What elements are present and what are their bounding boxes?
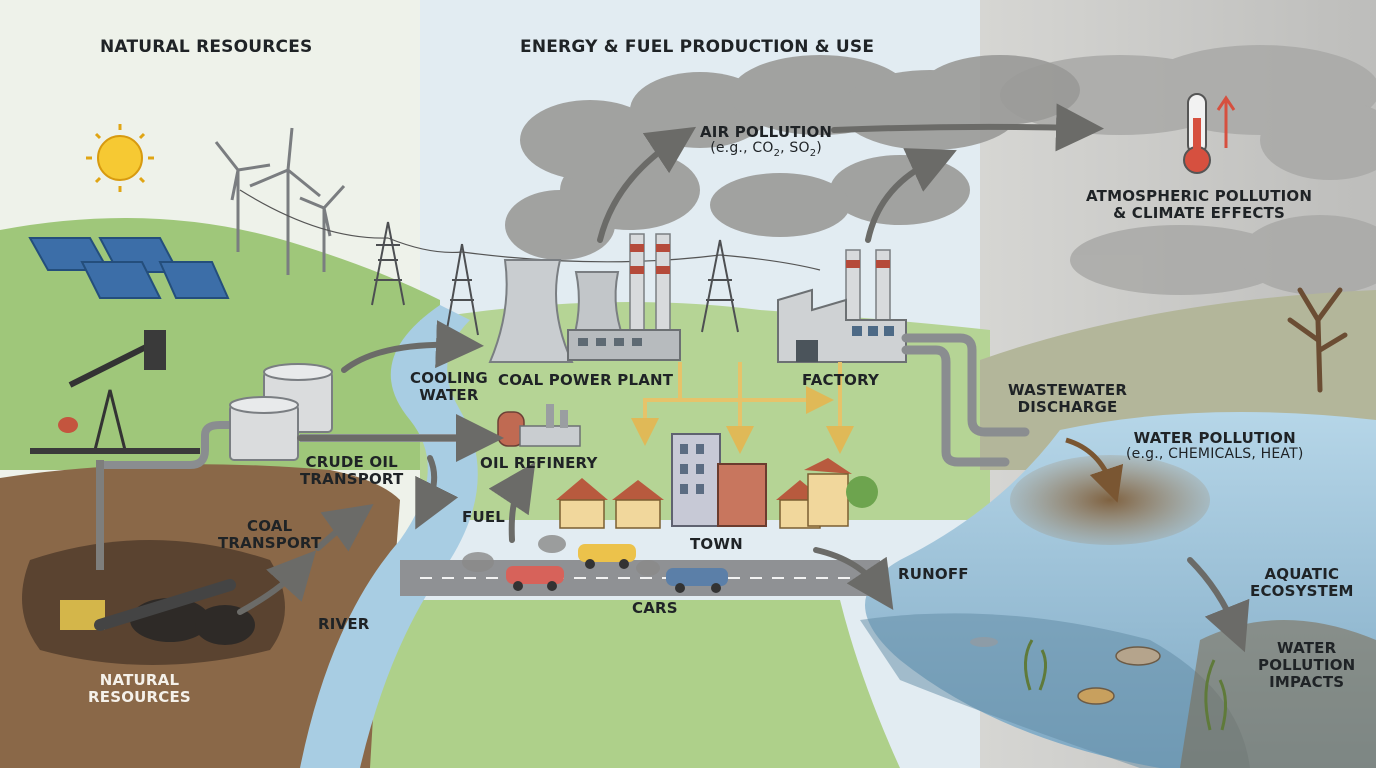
label-aquatic-ecosystem: AQUATIC ECOSYSTEM — [1250, 566, 1354, 600]
cooling-line2: WATER — [419, 385, 479, 404]
smoke-plume — [505, 55, 1080, 260]
arrow-to-atmosphere — [831, 103, 1104, 152]
river — [300, 305, 478, 768]
label-fuel: FUEL — [462, 508, 506, 526]
label-cars: CARS — [632, 599, 678, 617]
coal-line1: COAL — [247, 517, 293, 535]
header-energy-fuel: ENERGY & FUEL PRODUCTION & USE — [520, 37, 875, 57]
header-natural-resources: NATURAL RESOURCES — [100, 37, 313, 57]
label-natural-resources-bottom: NATURAL RESOURCES — [88, 672, 191, 706]
fuel-distribution-arrows — [631, 362, 854, 454]
solar-panels — [28, 237, 230, 299]
label-factory: FACTORY — [802, 371, 880, 389]
atmospheric-line2: & CLIMATE EFFECTS — [1113, 203, 1286, 222]
crude-oil-tanks — [229, 363, 333, 461]
coal-power-plant — [488, 233, 681, 363]
label-coal-power-plant: COAL POWER PLANT — [498, 371, 674, 389]
label-river: RIVER — [318, 615, 370, 633]
label-water-pollution: WATER POLLUTION (e.g., CHEMICALS, HEAT) — [1126, 430, 1304, 462]
water-pollution-examples: (e.g., CHEMICALS, HEAT) — [1126, 445, 1304, 462]
oil-pumpjack — [30, 330, 200, 454]
cooling-line1: COOLING — [410, 369, 488, 387]
co2-subscript: 2 — [773, 147, 781, 159]
air-pollution-title: AIR POLLUTION — [700, 123, 833, 141]
label-cooling-water: COOLING WATER — [410, 370, 488, 404]
cars-group — [462, 535, 728, 593]
water-pollution-title: WATER POLLUTION — [1133, 429, 1296, 447]
label-air-pollution: AIR POLLUTION (e.g., CO2, SO2) — [700, 124, 832, 159]
coal-line2: TRANSPORT — [218, 533, 322, 552]
wastewater-pipes — [901, 333, 1030, 467]
impacts-line3: IMPACTS — [1269, 672, 1345, 691]
aquatic-line1: AQUATIC — [1264, 565, 1340, 583]
arrow-cooling-water — [341, 320, 484, 373]
arrow-coal-transport-2 — [315, 504, 374, 552]
power-lines — [239, 189, 821, 271]
label-water-pollution-impacts: WATER POLLUTION IMPACTS — [1258, 640, 1355, 690]
atmospheric-line1: ATMOSPHERIC POLLUTION — [1086, 187, 1313, 205]
factory — [777, 249, 907, 363]
label-crude-oil-transport: CRUDE OIL TRANSPORT — [300, 454, 403, 488]
air-pollution-examples-co: (e.g., CO — [710, 139, 774, 156]
oil-refinery-building — [497, 404, 581, 447]
polluted-plume — [1010, 455, 1210, 545]
air-pollution-examples-so: , SO — [780, 139, 810, 156]
arrow-river-flow — [415, 455, 459, 530]
sun-icon — [86, 124, 154, 192]
label-coal-transport: COAL TRANSPORT — [218, 518, 321, 552]
natural-line2: RESOURCES — [88, 687, 191, 706]
label-oil-refinery: OIL REFINERY — [480, 454, 598, 472]
impacts-line1: WATER — [1277, 639, 1337, 657]
crude-line1: CRUDE OIL — [305, 453, 398, 471]
arrow-runoff — [813, 547, 894, 610]
label-atmospheric-pollution: ATMOSPHERIC POLLUTION & CLIMATE EFFECTS — [1086, 188, 1312, 222]
label-wastewater-discharge: WASTEWATER DISCHARGE — [1008, 382, 1127, 416]
label-runoff: RUNOFF — [898, 565, 969, 583]
pylons — [371, 221, 739, 336]
natural-line1: NATURAL — [99, 671, 180, 689]
arrow-to-air-pollution — [597, 126, 697, 243]
arrow-aquatic — [1187, 557, 1250, 653]
label-town: TOWN — [690, 535, 743, 553]
aquatic-life — [970, 637, 1227, 731]
thermometer-icon — [1183, 93, 1236, 174]
town-buildings — [556, 433, 878, 529]
so2-subscript: 2 — [809, 147, 817, 159]
impacts-line2: POLLUTION — [1258, 655, 1356, 674]
lake-bed — [1180, 620, 1376, 768]
arrow-factory-smoke — [865, 148, 957, 243]
air-pollution-examples: (e.g., CO2, SO2) — [700, 139, 832, 159]
aquatic-line2: ECOSYSTEM — [1250, 581, 1354, 600]
air-pollution-examples-close: ) — [816, 139, 822, 156]
coal-conveyor — [94, 579, 236, 631]
flow-arrows — [237, 103, 1250, 653]
crude-line2: TRANSPORT — [300, 469, 404, 488]
wastewater-line2: DISCHARGE — [1017, 397, 1118, 416]
lower-meadow — [370, 600, 900, 768]
dead-tree — [1287, 287, 1348, 393]
wastewater-line1: WASTEWATER — [1008, 381, 1128, 399]
arrow-fuel — [488, 462, 536, 543]
brown-arrow — [1065, 437, 1124, 503]
wind-turbines — [214, 127, 346, 275]
arrow-coal-transport-1 — [237, 550, 317, 615]
